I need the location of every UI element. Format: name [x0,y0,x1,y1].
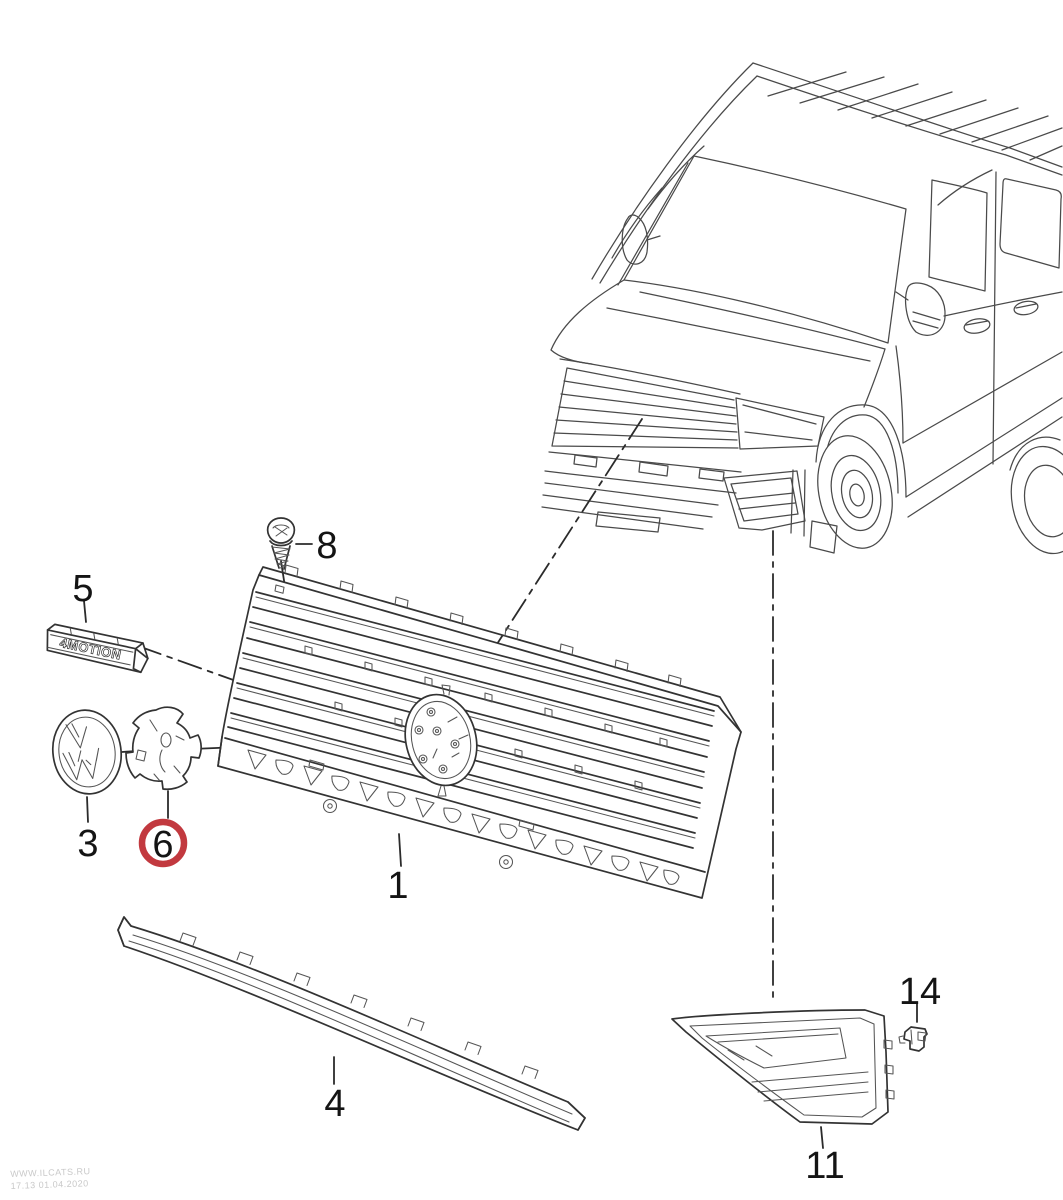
label-1-stem [398,833,402,867]
van-headlight [735,397,825,450]
fog-grille-side-tabs [883,1039,895,1100]
grille-screw-boss-2 [498,854,514,870]
part-label-14: 14 [899,971,941,1013]
van-a-pillar [617,162,689,286]
van-illustration [541,62,1063,555]
screw-part [266,517,296,570]
label-5-stem [83,600,87,623]
grille-outline [217,574,742,899]
trim-strip-outline [117,916,586,1131]
emblem-retainer-part [125,706,202,791]
grille-mount-holes [414,707,469,774]
grille-slat-ticks [304,645,668,791]
trim-strip-part [117,916,586,1131]
site-watermark: WWW.ILCATS.RU 17.13 01.04.2020 [10,1165,91,1192]
clip-detail [898,1029,927,1045]
grille-screw-boss-1 [322,798,338,814]
part-label-8: 8 [316,525,337,567]
part-label-3-group: 3 [77,796,99,865]
fog-grille-upper-vent [705,1027,847,1069]
van-fog-light [723,470,806,531]
part-label-11: 11 [805,1145,844,1187]
fog-grille-slats [751,1071,869,1102]
van-roof-edge [591,62,754,280]
clip-outline [903,1026,928,1052]
part-label-4-group: 4 [324,1056,346,1125]
grille-flange-tabs [274,564,682,688]
grille-part [217,564,742,899]
trim-strip-tabs [179,932,539,1080]
label-11-stem [820,1126,824,1149]
van-hood-creases [606,291,886,362]
part-label-1: 1 [387,865,408,907]
badge-4motion-part: 4MOTION [46,623,149,674]
part-label-14-group: 14 [899,971,941,1023]
grille-top-flange [258,566,742,733]
part-label-8-group: 8 [295,525,338,567]
van-roof-top [752,62,1063,168]
van-front-wheel [809,404,907,554]
van-left-mirror [621,214,661,265]
grille-mesh-triangles [247,749,680,885]
van-side [902,171,1063,555]
van-roof-hatching [767,71,1063,206]
grille-mesh-band [217,736,706,873]
part-label-1-group: 1 [387,833,409,907]
part-label-4: 4 [324,1083,345,1125]
van-hood-edge [550,279,625,365]
label-3-stem [86,796,89,823]
part-label-6-group: 6 [138,790,188,868]
part-label-3: 3 [77,823,98,865]
fog-grille-outline [671,1009,889,1125]
leader-van-to-grille [487,418,643,659]
van-bumper [541,451,806,537]
vw-emblem-part [51,709,123,795]
part-label-11-group: 11 [805,1126,845,1187]
part-label-6: 6 [152,824,173,866]
trim-strip-inner-lines [128,934,573,1123]
trim-strip-endcaps [117,916,586,1131]
van-grille [551,358,741,449]
van-roof-inner2 [756,75,1063,176]
fog-grille-part [671,1009,895,1125]
clip-part [898,1026,928,1052]
grille-screw-boss-2-center [503,859,509,865]
part-label-5: 5 [72,568,93,610]
grille-emblem-mount [404,684,478,797]
van-fender-seams [863,345,904,444]
van-roof-inner [599,75,758,284]
grille-slat-shadows [230,596,715,839]
van-right-mirror [895,282,946,336]
grille-screw-boss-1-center [327,803,333,809]
van-windshield [623,155,907,344]
highlight-ring [138,818,188,868]
van-roof-accents [611,145,705,259]
part-label-5-group: 5 [72,568,94,623]
